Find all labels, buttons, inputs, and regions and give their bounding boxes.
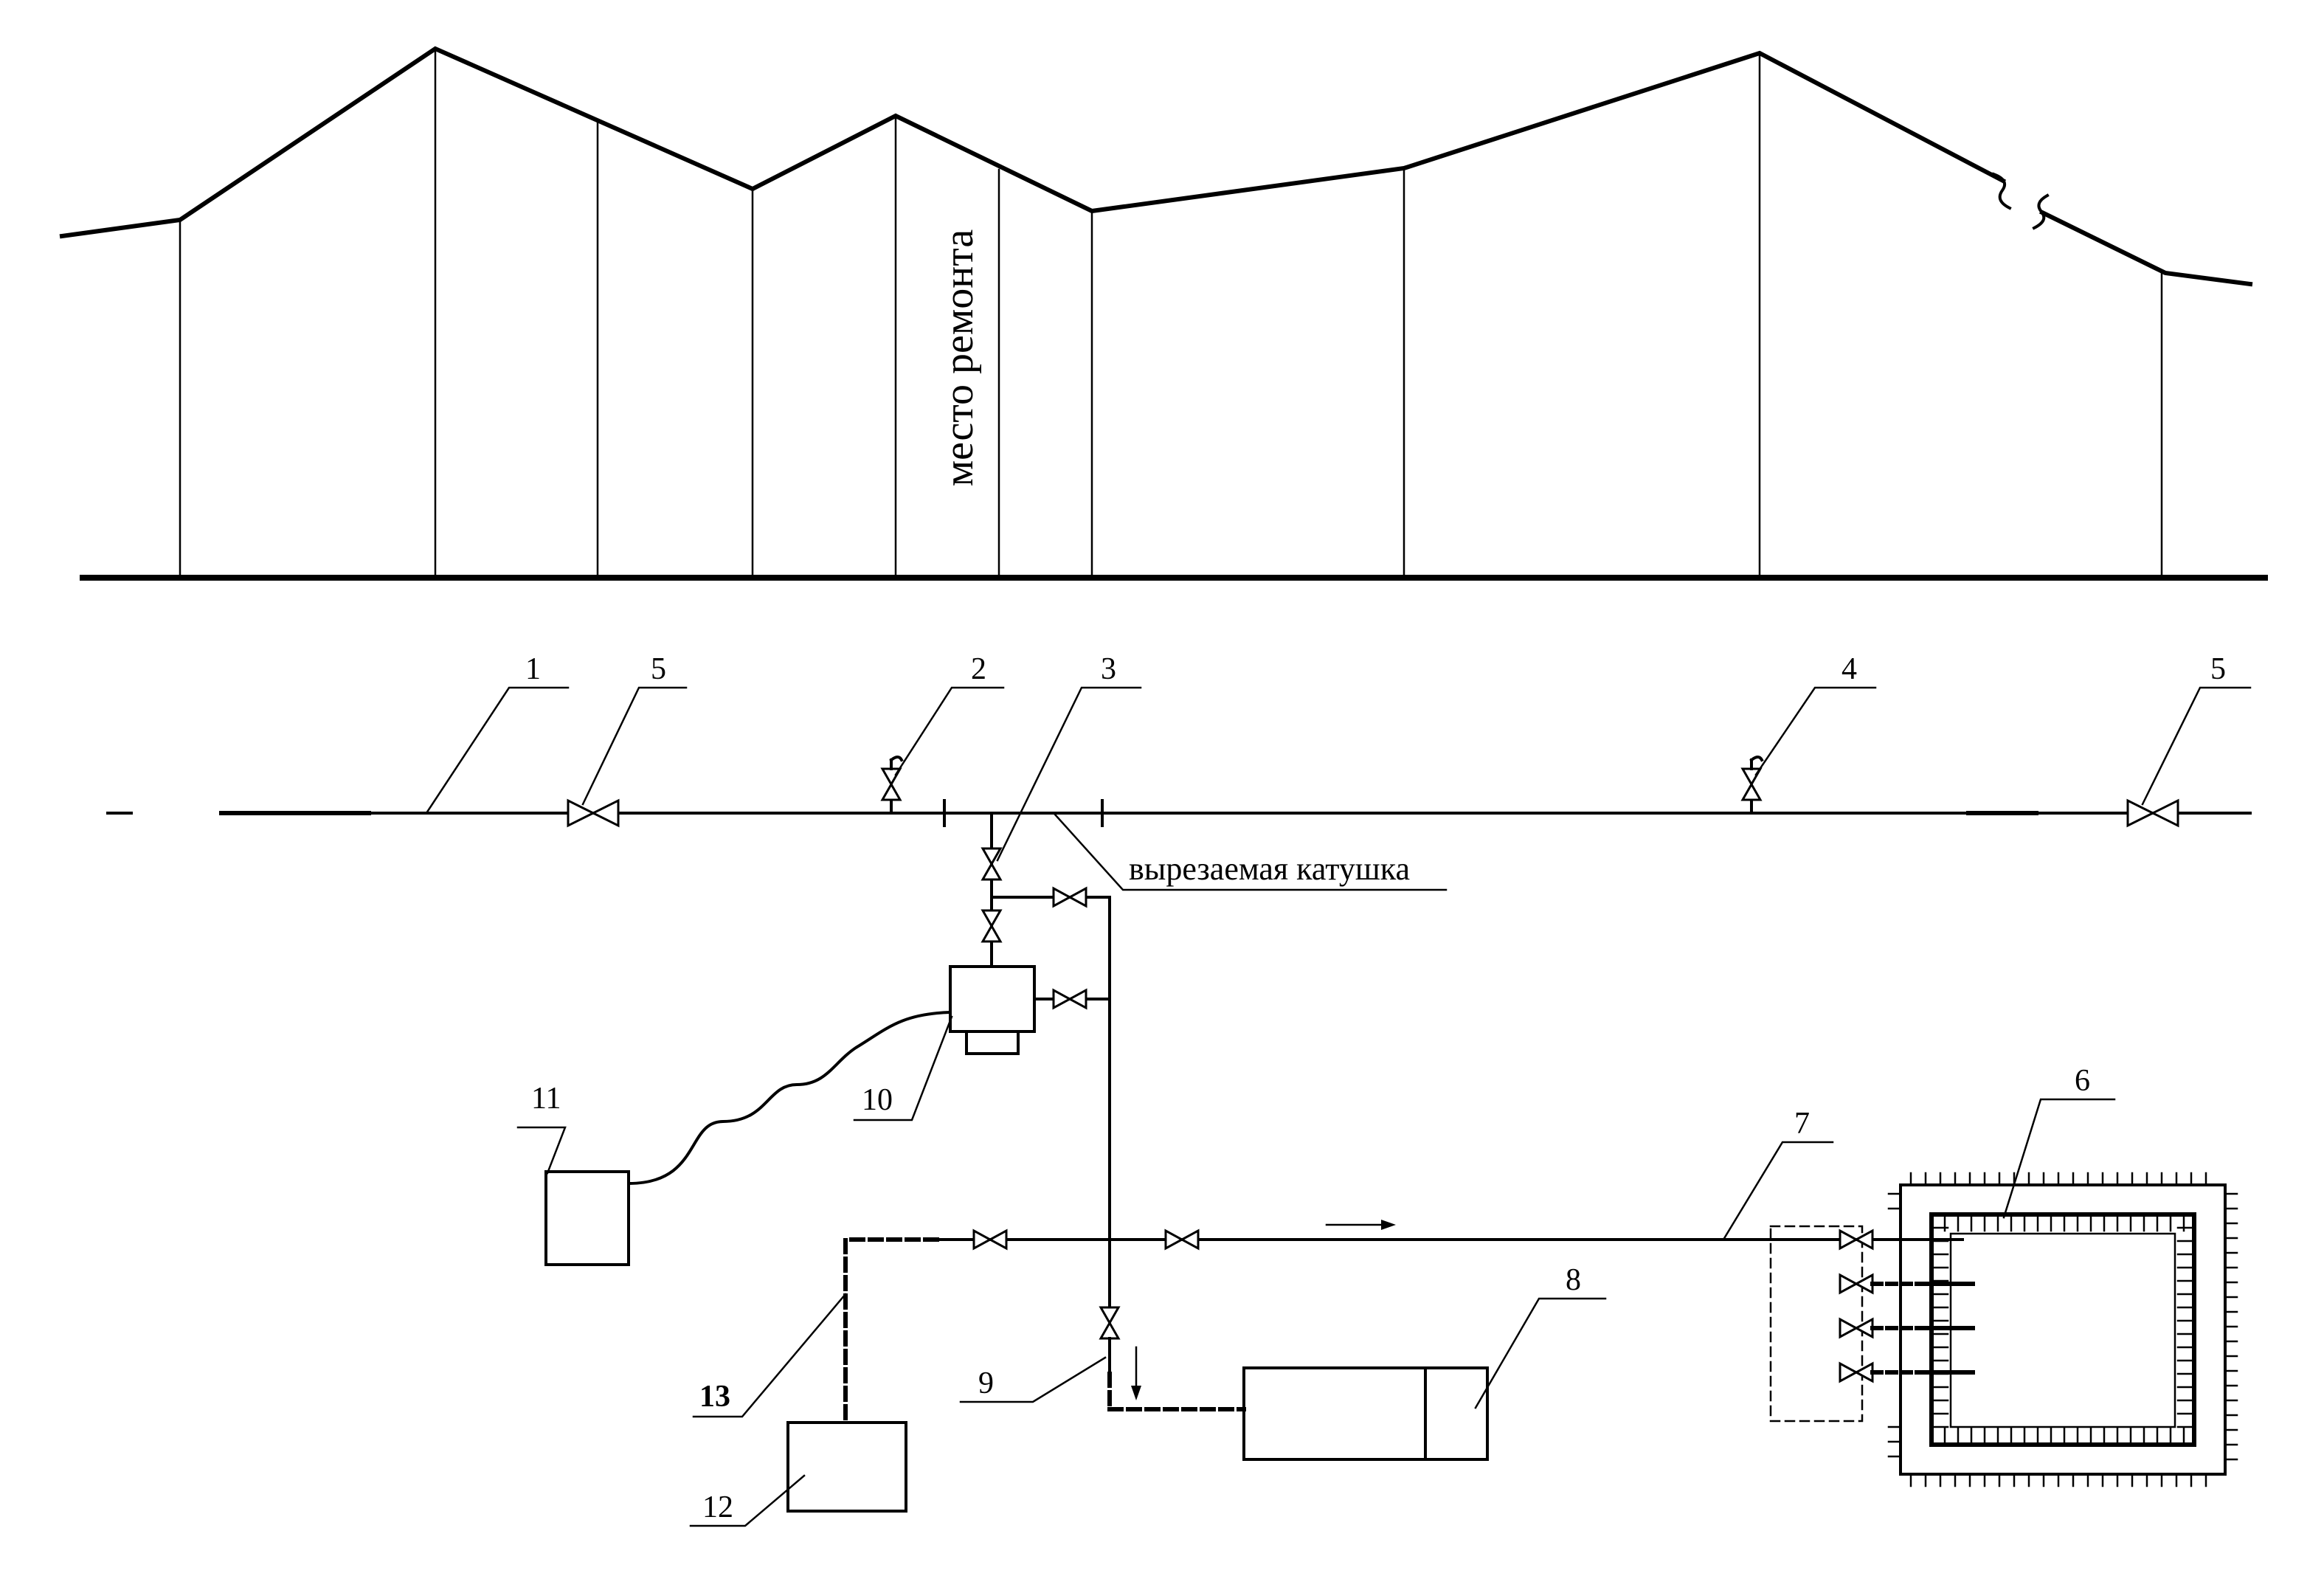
- hose-to-unit-12: [843, 1237, 939, 1425]
- profile-station-lines: [179, 47, 2163, 579]
- cut-spool-leader: [1054, 813, 1448, 891]
- callout-10: 10: [862, 1083, 893, 1117]
- callout-2: 2: [971, 652, 986, 686]
- callout-12: 12: [702, 1490, 733, 1524]
- vent-valve-4: [1740, 756, 1764, 815]
- pump-outlet-valve: [1052, 988, 1087, 1010]
- callout-leader-1: [425, 686, 570, 815]
- power-cable: [626, 1010, 952, 1186]
- transfer-valve-right: [1164, 1228, 1200, 1251]
- equipment: [544, 1010, 2238, 1513]
- callout-leader-9: [959, 1356, 1107, 1403]
- terrain-line: [59, 46, 2007, 239]
- callout-leader-6: [2002, 1098, 2116, 1219]
- reservoir-inner-hatching: [1932, 1214, 2194, 1445]
- line-valve-right: [2126, 798, 2179, 828]
- flow-arrow-head: [1381, 1220, 1396, 1230]
- callout-leader-4: [1754, 686, 1877, 776]
- callout-9: 9: [978, 1366, 994, 1400]
- vent-valve-2: [880, 756, 904, 815]
- drain-piping: [843, 812, 1964, 1425]
- callout-leader-10: [853, 1015, 953, 1121]
- callout-leader-13: [692, 1293, 847, 1418]
- terrain-profile: место ремонта: [59, 46, 2268, 581]
- repair-site-label: место ремонта: [936, 229, 982, 487]
- manifold-dashed-frame: [1769, 1225, 1864, 1423]
- callout-5-right: 5: [2210, 652, 2226, 686]
- shutoff-valve-3: [981, 847, 1003, 881]
- callout-13: 13: [699, 1380, 730, 1414]
- terrain-break-mark-left: [1991, 172, 2012, 210]
- cut-spool-label: вырезаемая катушка: [1129, 851, 1410, 887]
- callout-leader-11: [516, 1126, 567, 1175]
- drain-valve-9: [1099, 1306, 1121, 1340]
- callout-leader-8: [1474, 1297, 1607, 1409]
- manifold-valve-1: [1839, 1228, 1874, 1251]
- bypass-valve-top: [1052, 886, 1087, 908]
- callout-leader-3: [996, 686, 1142, 862]
- line-valve-left: [567, 798, 620, 828]
- drain-arrow-head: [1131, 1386, 1141, 1400]
- callout-leader-7: [1722, 1141, 1834, 1241]
- callout-leader-12: [689, 1474, 806, 1527]
- main-pipeline: вырезаемая катушка: [106, 756, 2252, 887]
- callout-leader-5-right: [2141, 686, 2252, 806]
- callout-11: 11: [531, 1082, 561, 1116]
- callout-leader-2: [894, 686, 1005, 776]
- callout-4: 4: [1841, 652, 1857, 686]
- callouts: 1 5 2 3 4 5 6 7 8 9 10 11: [425, 652, 2252, 1527]
- manifold-valve-2: [1839, 1273, 1975, 1295]
- callout-1: 1: [525, 652, 541, 686]
- terrain-line-end: [2038, 209, 2253, 287]
- manifold-valve-4: [1839, 1361, 1975, 1383]
- callout-6: 6: [2075, 1064, 2090, 1098]
- pump-inlet-valve: [981, 909, 1003, 943]
- callout-leader-5-left: [581, 686, 688, 806]
- tank-8: [1242, 1366, 1489, 1461]
- transfer-valve-left: [972, 1228, 1008, 1251]
- callout-8: 8: [1566, 1263, 1581, 1297]
- reservoir-6: [1887, 1172, 2238, 1487]
- manifold-valve-3: [1839, 1317, 1975, 1339]
- callout-3: 3: [1101, 652, 1116, 686]
- callout-7: 7: [1794, 1107, 1810, 1141]
- unit-12: [786, 1421, 907, 1513]
- callout-5-left: 5: [651, 652, 666, 686]
- power-unit-11: [544, 1170, 630, 1266]
- pump-unit-10: [949, 965, 1111, 1055]
